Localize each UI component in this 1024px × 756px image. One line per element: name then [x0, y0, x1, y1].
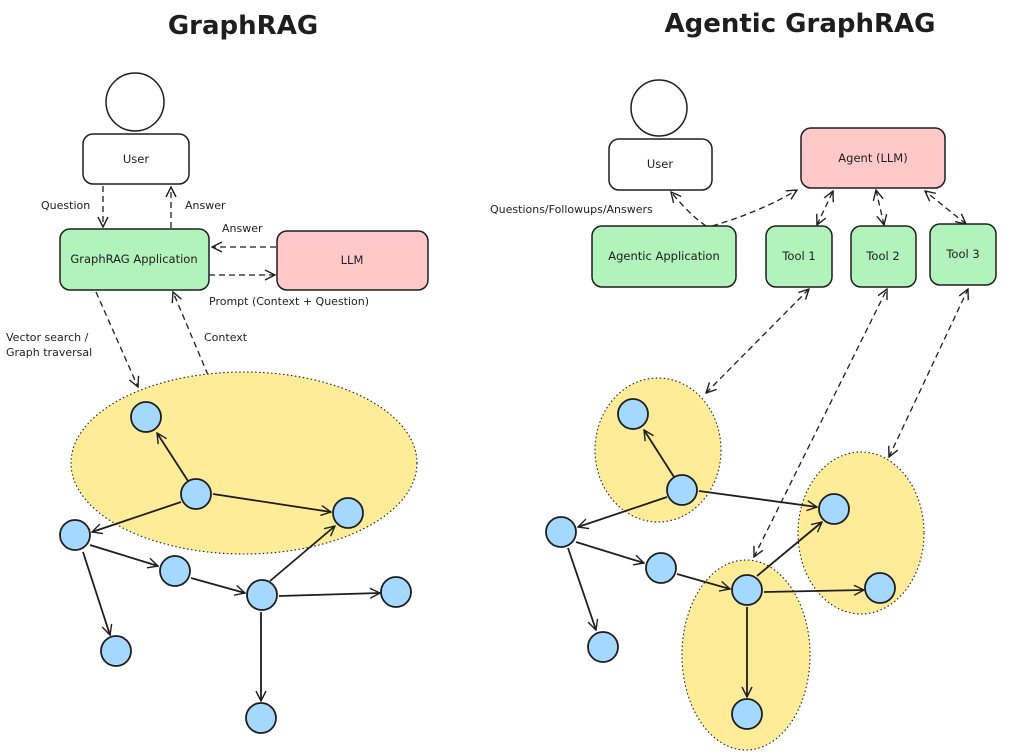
tool-3-box[interactable]: Tool 3: [929, 223, 997, 286]
graph-node: [645, 552, 677, 584]
graph-node: [159, 555, 191, 587]
right-graph-nodes: [545, 398, 896, 730]
edge: [157, 433, 189, 482]
edge: [763, 590, 864, 592]
app-to-agent-arrow: [711, 190, 797, 227]
left-user-box[interactable]: User: [82, 133, 190, 185]
graph-node: [864, 572, 896, 604]
left-graph-nodes: [59, 401, 412, 734]
right-user-head-icon: [630, 79, 688, 137]
right-app-label: Agentic Application: [608, 249, 719, 263]
right-user-label: User: [647, 157, 673, 171]
edge: [698, 490, 817, 507]
answer-to-user-label: Answer: [185, 199, 226, 212]
graph-node: [380, 576, 412, 608]
left-graph-edges: [82, 433, 380, 701]
prompt-label: Prompt (Context + Question): [209, 295, 369, 308]
left-user-head-icon: [105, 72, 165, 132]
edge: [92, 501, 182, 532]
tool-3-subgraph-region: [797, 451, 925, 615]
edge: [212, 493, 331, 512]
edge: [756, 522, 822, 577]
agent-box[interactable]: Agent (LLM): [800, 127, 946, 189]
conversation-label: Questions/Followups/Answers: [490, 203, 653, 216]
agent-tool-1-arrow: [817, 191, 833, 225]
edge: [578, 496, 668, 527]
left-llm-box[interactable]: LLM: [276, 230, 429, 291]
graph-node: [130, 401, 162, 433]
tool-1-label: Tool 1: [781, 249, 815, 263]
tool-3-region-arrow: [889, 289, 968, 457]
question-label: Question: [41, 199, 90, 212]
tool-2-subgraph-region: [681, 559, 811, 751]
graph-node: [59, 519, 91, 551]
graph-node: [818, 493, 850, 525]
graph-node: [100, 635, 132, 667]
right-title: Agentic GraphRAG: [665, 9, 936, 39]
tool-2-box[interactable]: Tool 2: [850, 225, 917, 288]
agent-label: Agent (LLM): [838, 151, 907, 165]
left-app-box[interactable]: GraphRAG Application: [59, 228, 210, 291]
right-graph-edges: [567, 430, 864, 697]
tool-3-label: Tool 3: [945, 247, 979, 261]
graph-node: [617, 398, 649, 430]
left-app-label: GraphRAG Application: [70, 252, 197, 266]
edge: [89, 544, 158, 566]
context-arrow: [173, 292, 209, 376]
tool-1-box[interactable]: Tool 1: [765, 225, 833, 288]
edge: [82, 551, 110, 635]
left-user-label: User: [123, 152, 149, 166]
right-user-box[interactable]: User: [608, 138, 713, 191]
graph-node: [180, 478, 212, 510]
graph-node: [545, 516, 577, 548]
graph-node: [731, 574, 763, 606]
graph-node: [245, 702, 277, 734]
left-title: GraphRAG: [168, 11, 318, 41]
edge: [575, 541, 644, 563]
app-to-user-arrow: [671, 192, 707, 227]
answer-from-llm-label: Answer: [222, 222, 263, 235]
graph-node: [587, 631, 619, 663]
graph-node: [731, 698, 763, 730]
search-label-line2: Graph traversal: [6, 346, 92, 359]
edge: [644, 430, 675, 478]
tool-2-label: Tool 2: [865, 249, 899, 263]
tool-1-region-arrow: [706, 289, 809, 393]
left-llm-label: LLM: [341, 253, 364, 267]
edge: [190, 577, 245, 593]
graph-node: [666, 474, 698, 506]
right-app-box[interactable]: Agentic Application: [591, 225, 737, 288]
search-label-line1: Vector search /: [6, 331, 89, 344]
context-label: Context: [204, 331, 248, 344]
graph-node: [246, 579, 278, 611]
edge: [278, 593, 380, 596]
graph-node: [332, 497, 364, 529]
agent-tool-3-arrow: [925, 191, 966, 224]
edge: [676, 573, 730, 589]
edge: [269, 526, 335, 582]
edge: [567, 547, 596, 630]
search-arrow: [95, 291, 138, 387]
left-retrieved-subgraph-region: [70, 371, 418, 555]
agent-tool-2-arrow: [876, 190, 884, 225]
